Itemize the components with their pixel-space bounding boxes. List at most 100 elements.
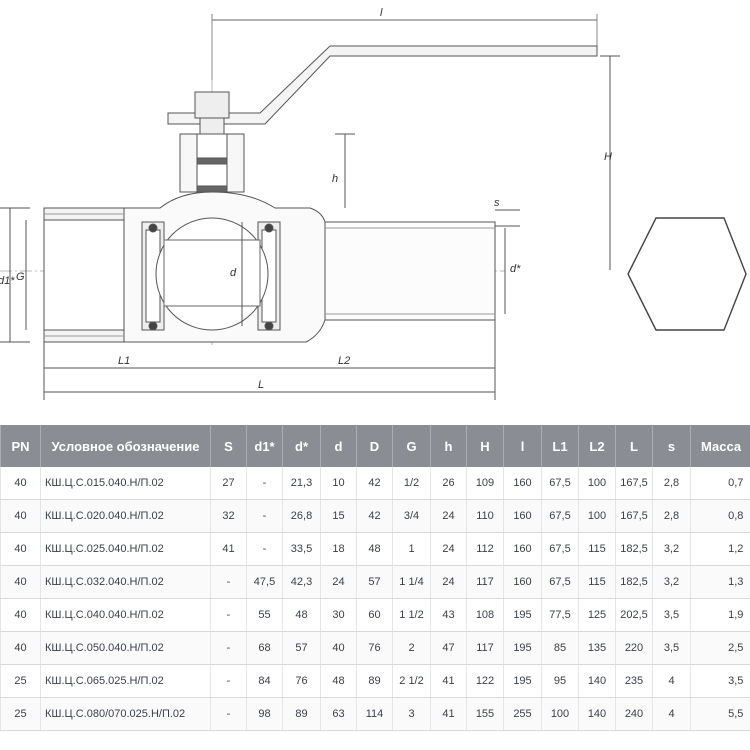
col-header: Условное обозначение <box>40 425 211 467</box>
table-cell: 109 <box>466 467 504 500</box>
table-cell: 10 <box>320 467 357 500</box>
table-cell: - <box>246 467 283 500</box>
table-cell: 42 <box>356 499 393 533</box>
table-cell: 1,3 <box>690 565 750 599</box>
table-cell: - <box>210 631 247 665</box>
dim-G-label: G <box>16 271 25 283</box>
table-cell: 21,3 <box>282 467 321 500</box>
table-cell: КШ.Ц.С.020.040.Н/П.02 <box>40 499 211 533</box>
table-cell: 25 <box>0 697 41 731</box>
table-cell: 100 <box>541 697 579 731</box>
table-cell: 155 <box>466 697 504 731</box>
table-cell: 115 <box>578 565 616 599</box>
header-row: PN Условное обозначение S d1* d* d D G h… <box>0 425 750 467</box>
table-cell: 24 <box>430 565 467 599</box>
table-cell: КШ.Ц.С.015.040.Н/П.02 <box>40 467 211 500</box>
table-cell: 195 <box>503 631 542 665</box>
handle-lever <box>167 45 598 125</box>
table-cell: КШ.Ц.С.080/070.025.Н/П.02 <box>40 697 211 731</box>
table-cell: 67,5 <box>541 532 579 566</box>
table-cell: 160 <box>503 467 542 500</box>
table-cell: 57 <box>282 631 321 665</box>
table-cell: 0,7 <box>690 467 750 500</box>
table-cell: КШ.Ц.С.040.040.Н/П.02 <box>40 598 211 632</box>
col-header: L <box>615 425 653 467</box>
table-cell: 57 <box>356 565 393 599</box>
table-cell: 0,8 <box>690 499 750 533</box>
table-cell: 43 <box>430 598 467 632</box>
col-header: G <box>392 425 431 467</box>
table-cell: 18 <box>320 532 357 566</box>
weld-pipe <box>324 221 496 321</box>
dim-s-label: s <box>494 197 500 209</box>
col-header: H <box>466 425 504 467</box>
table-cell: 100 <box>578 467 616 500</box>
dim-L2-label: L2 <box>338 355 350 367</box>
table-cell: 2 1/2 <box>392 664 431 698</box>
table-cell: КШ.Ц.С.050.040.Н/П.02 <box>40 631 211 665</box>
table-cell: 67,5 <box>541 565 579 599</box>
dim-d1-label: d1* <box>0 275 15 287</box>
table-cell: - <box>210 598 247 632</box>
table-cell: КШ.Ц.С.025.040.Н/П.02 <box>40 532 211 566</box>
spec-table: PN Условное обозначение S d1* d* d D G h… <box>0 425 750 731</box>
table-cell: 27 <box>210 467 247 500</box>
table-cell: 63 <box>320 697 357 731</box>
table-cell: КШ.Ц.С.065.025.Н/П.02 <box>40 664 211 698</box>
table-cell: 2,8 <box>652 467 691 500</box>
table-cell: 182,5 <box>615 565 653 599</box>
table-cell: 202,5 <box>615 598 653 632</box>
col-header: PN <box>0 425 41 467</box>
stem-nut <box>194 91 230 119</box>
table-cell: 3 <box>392 697 431 731</box>
table-cell: 40 <box>0 565 41 599</box>
table-cell: 2,5 <box>690 631 750 665</box>
table-cell: 1 1/2 <box>392 598 431 632</box>
table-cell: 40 <box>0 467 41 500</box>
table-cell: 112 <box>466 532 504 566</box>
table-cell: 24 <box>320 565 357 599</box>
table-cell: 60 <box>356 598 393 632</box>
table-cell: 108 <box>466 598 504 632</box>
table-cell: 110 <box>466 499 504 533</box>
table-cell: 114 <box>356 697 393 731</box>
valve-technical-drawing: l H h s d1* G d d* L1 L2 L <box>0 7 747 400</box>
table-cell: 15 <box>320 499 357 533</box>
table-cell: 32 <box>210 499 247 533</box>
table-cell: 4 <box>652 697 691 731</box>
col-header: L2 <box>578 425 616 467</box>
table-cell: 1/2 <box>392 467 431 500</box>
table-cell: 160 <box>503 532 542 566</box>
table-cell: 2 <box>392 631 431 665</box>
table-cell: 67,5 <box>541 467 579 500</box>
table-cell: 5,5 <box>690 697 750 731</box>
dim-H-label: H <box>604 151 612 163</box>
col-header: d1* <box>246 425 283 467</box>
table-cell: 122 <box>466 664 504 698</box>
table-cell: 167,5 <box>615 499 653 533</box>
table-cell: 48 <box>356 532 393 566</box>
table-cell: 85 <box>541 631 579 665</box>
table-cell: - <box>210 664 247 698</box>
dim-h-label: h <box>332 173 338 185</box>
table-cell: 1 1/4 <box>392 565 431 599</box>
table-cell: 167,5 <box>615 467 653 500</box>
table-cell: 160 <box>503 499 542 533</box>
table-cell: 77,5 <box>541 598 579 632</box>
table-cell: 1,9 <box>690 598 750 632</box>
table-cell: 41 <box>430 697 467 731</box>
table-cell: 40 <box>0 499 41 533</box>
hexagon-nut <box>627 217 747 331</box>
table-cell: 48 <box>282 598 321 632</box>
table-cell: 40 <box>0 532 41 566</box>
col-header: d* <box>282 425 321 467</box>
table-cell: 220 <box>615 631 653 665</box>
col-header: Масса <box>690 425 750 467</box>
table-cell: 47,5 <box>246 565 283 599</box>
dim-l-label: l <box>380 7 383 19</box>
